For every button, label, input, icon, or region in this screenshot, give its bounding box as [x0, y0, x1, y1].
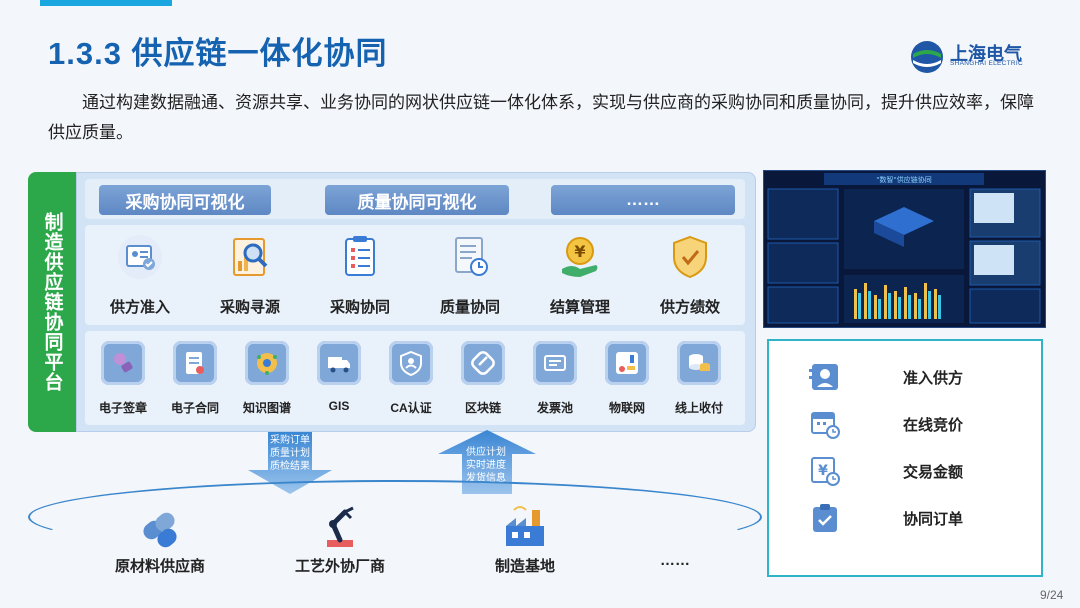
module-supplier-admission[interactable]: 供方准入 [85, 233, 195, 323]
tech-online-payment[interactable]: 线上收付 [663, 341, 735, 421]
module-label: 供方绩效 [659, 299, 720, 316]
tech-label: GIS [328, 399, 350, 413]
module-quality-collab[interactable]: 质量协同 [415, 233, 525, 323]
supplier-process-outsourcing[interactable]: 工艺外协厂商 [280, 500, 400, 576]
tech-iot[interactable]: 物联网 [591, 341, 663, 421]
shield-user-icon [389, 341, 433, 385]
tech-label: 线上收付 [674, 401, 723, 415]
module-settlement[interactable]: ¥ 结算管理 [525, 233, 635, 323]
up-arrow-icon [438, 430, 536, 494]
company-logo: 上海电气 SHANGHAI ELECTRIC [910, 38, 1050, 74]
tech-knowledge-graph[interactable]: 知识图谱 [231, 341, 303, 421]
module-label: 质量协同 [439, 299, 500, 316]
dashboard-screenshot: "数智"供应链协同 [763, 170, 1046, 328]
calendar-clock-icon [811, 412, 840, 439]
logo-text-en: SHANGHAI ELECTRIC [950, 60, 1024, 67]
clipboard-check-icon [813, 504, 837, 532]
supplier-more: …… [650, 552, 700, 569]
intro-paragraph: 通过构建数据融通、资源共享、业务协同的网状供应链一体化体系，实现与供应商的采购协… [48, 93, 1034, 142]
truck-icon [317, 341, 361, 385]
tech-invoice-pool[interactable]: 发票池 [519, 341, 591, 421]
sourcing-search-icon [233, 238, 268, 276]
platform-panel: 采购协同可视化 质量协同可视化 …… 供方准入 采购寻源 [76, 172, 756, 432]
feature-label: 协同订单 [903, 511, 964, 528]
module-label: 采购寻源 [219, 299, 280, 316]
features-panel: 准入供方 在线竞价 ¥ 交易金额 协同订单 [767, 339, 1043, 577]
feature-label: 在线竞价 [903, 417, 964, 434]
business-modules-row: 供方准入 采购寻源 采购协同 [85, 225, 745, 325]
supplier-network-ellipse [28, 480, 762, 554]
tab-purchase-visual[interactable]: 采购协同可视化 [99, 185, 271, 215]
module-label: 结算管理 [549, 299, 610, 316]
factory-icon [506, 506, 544, 546]
top-accent-bar [40, 0, 172, 6]
supplier-label: 制造基地 [494, 558, 555, 575]
feature-label: 交易金额 [903, 464, 964, 481]
tech-label: 知识图谱 [242, 401, 291, 415]
stamp-icon [101, 341, 145, 385]
feature-collab-orders[interactable]: 协同订单 [809, 500, 1029, 536]
quality-document-icon [455, 237, 488, 276]
tech-label: CA认证 [390, 401, 432, 415]
supplier-raw-material[interactable]: 原材料供应商 [100, 502, 220, 576]
tab-more[interactable]: …… [551, 185, 735, 215]
supplier-card-icon [809, 364, 838, 390]
blockchain-icon [461, 341, 505, 385]
tech-ca-auth[interactable]: CA认证 [375, 341, 447, 421]
yen-settlement-icon: ¥ [562, 237, 598, 277]
dashboard-title: "数智"供应链协同 [876, 175, 931, 184]
tech-label: 区块链 [464, 401, 501, 415]
platform-label: 制造供应链协同平台 [28, 172, 76, 432]
purchase-checklist-icon [345, 236, 375, 276]
tech-e-seal[interactable]: 电子签章 [87, 341, 159, 421]
module-purchase-collab[interactable]: 采购协同 [305, 233, 415, 323]
supplier-label: …… [660, 552, 690, 569]
tech-e-contract[interactable]: 电子合同 [159, 341, 231, 421]
module-label: 采购协同 [329, 299, 390, 316]
robot-arm-icon [327, 506, 354, 547]
tech-blockchain[interactable]: 区块链 [447, 341, 519, 421]
tech-gis[interactable]: GIS [303, 341, 375, 421]
page-number: 9/24 [1040, 588, 1064, 602]
feature-transaction-amount[interactable]: ¥ 交易金额 [809, 453, 1029, 489]
performance-shield-icon [673, 235, 707, 279]
down-flow-text: 采购订单质量计划质检结果 [270, 435, 310, 472]
down-arrow-icon [248, 432, 332, 494]
module-sourcing[interactable]: 采购寻源 [195, 233, 305, 323]
module-supplier-performance[interactable]: 供方绩效 [635, 233, 745, 323]
supplier-manufacturing-base[interactable]: 制造基地 [470, 500, 580, 576]
tech-capabilities-row: 电子签章 电子合同 知识图谱 GIS CA认证 区块链 发票池 物联网 [85, 331, 745, 425]
feature-label: 准入供方 [903, 370, 964, 387]
page-title: 1.3.3 供应链一体化协同 [48, 36, 388, 71]
up-flow-text: 供应计划实时进度发货信息 [466, 447, 506, 484]
svg-text:¥: ¥ [574, 242, 585, 261]
tab-quality-visual[interactable]: 质量协同可视化 [325, 185, 509, 215]
raw-material-icon [143, 512, 177, 548]
logo-text-cn: 上海电气 [950, 44, 1022, 64]
coins-icon [677, 341, 721, 385]
feature-online-bidding[interactable]: 在线竞价 [809, 406, 1029, 442]
supplier-admission-icon [118, 235, 162, 279]
tech-label: 电子签章 [98, 401, 147, 415]
svg-text:¥: ¥ [818, 463, 828, 479]
contract-icon [173, 341, 217, 385]
tech-label: 电子合同 [170, 401, 219, 415]
yen-clock-icon: ¥ [811, 457, 840, 486]
module-label: 供方准入 [109, 299, 170, 316]
dashboard-illustration: "数智"供应链协同 [764, 171, 1045, 327]
feature-admitted-suppliers[interactable]: 准入供方 [809, 359, 1029, 395]
supplier-label: 工艺外协厂商 [294, 558, 385, 575]
iot-icon [605, 341, 649, 385]
knowledge-graph-icon [245, 341, 289, 385]
tech-label: 发票池 [536, 401, 573, 415]
visual-tabs-row: 采购协同可视化 质量协同可视化 …… [85, 179, 745, 219]
supplier-label: 原材料供应商 [114, 558, 205, 575]
invoice-icon [533, 341, 577, 385]
tech-label: 物联网 [608, 401, 645, 415]
logo-mark-icon [911, 41, 943, 73]
